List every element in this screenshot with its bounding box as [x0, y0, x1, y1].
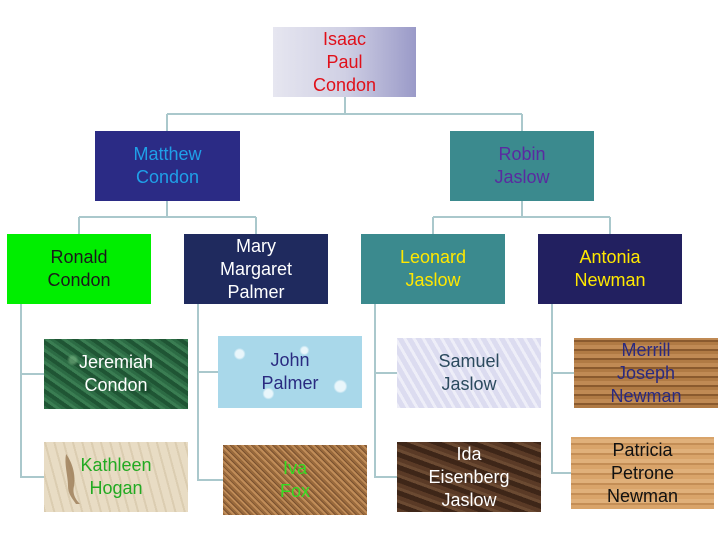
- node-merrill-joseph-newman: Merrill Joseph Newman: [574, 338, 718, 408]
- node-ida-eisenberg-jaslow: Ida Eisenberg Jaslow: [397, 442, 541, 512]
- connector-line: [374, 304, 397, 478]
- node-name-line: Joseph: [616, 362, 676, 383]
- node-name-line: Condon: [135, 167, 200, 187]
- node-name-line: Isaac: [322, 28, 367, 49]
- node-name-line: Palmer: [227, 281, 285, 302]
- node-name-line: Patricia: [612, 439, 673, 460]
- node-jeremiah-condon: Jeremiah Condon: [44, 339, 188, 409]
- node-name-line: Merrill: [621, 339, 671, 360]
- node-name-line: Hogan: [89, 478, 143, 498]
- node-name-line: Antonia: [579, 247, 641, 267]
- node-name-line: Jaslow: [405, 270, 461, 290]
- node-isaac-paul-condon: Isaac Paul Condon: [273, 27, 416, 97]
- connector-line: [20, 304, 44, 478]
- node-name-line: Newman: [606, 485, 679, 506]
- node-name-line: Ronald: [50, 247, 108, 267]
- connector-line: [551, 304, 571, 474]
- node-name-line: Mary: [236, 235, 276, 256]
- node-name-line: Kathleen: [80, 455, 152, 475]
- node-name-line: Paul: [326, 51, 363, 72]
- node-name-line: Matthew: [133, 144, 202, 164]
- node-name-line: Jaslow: [494, 167, 550, 187]
- node-ronald-condon: Ronald Condon: [7, 234, 151, 304]
- connector-line: [197, 304, 223, 481]
- node-iva-fox: Iva Fox: [223, 445, 367, 515]
- node-name-line: Samuel: [438, 351, 500, 371]
- node-name-line: Ida: [456, 443, 482, 464]
- node-leonard-jaslow: Leonard Jaslow: [361, 234, 505, 304]
- node-name-line: Margaret: [219, 258, 293, 279]
- node-name-line: Jeremiah: [78, 352, 154, 372]
- node-john-palmer: John Palmer: [218, 336, 362, 408]
- node-name-line: Newman: [574, 270, 646, 290]
- node-name-line: Condon: [312, 74, 377, 95]
- fossil-fish-icon: [65, 454, 80, 504]
- node-name-line: Condon: [47, 270, 111, 290]
- node-name-line: Leonard: [399, 247, 467, 267]
- node-name-line: Eisenberg: [428, 466, 510, 487]
- node-name-line: Petrone: [610, 462, 675, 483]
- node-name-line: Palmer: [261, 373, 319, 393]
- node-mary-margaret-palmer: Mary Margaret Palmer: [184, 234, 328, 304]
- node-kathleen-hogan: Kathleen Hogan: [44, 442, 188, 512]
- node-robin-jaslow: Robin Jaslow: [450, 131, 594, 201]
- node-name-line: Iva: [282, 458, 307, 478]
- node-name-line: Jaslow: [441, 374, 497, 394]
- node-name-line: Newman: [610, 385, 682, 406]
- node-antonia-newman: Antonia Newman: [538, 234, 682, 304]
- node-matthew-condon: Matthew Condon: [95, 131, 240, 201]
- node-name-line: John: [270, 350, 310, 370]
- node-name-line: Jaslow: [441, 489, 497, 510]
- node-name-line: Fox: [279, 481, 310, 501]
- node-name-line: Robin: [498, 144, 546, 164]
- node-samuel-jaslow: Samuel Jaslow: [397, 338, 541, 408]
- node-name-line: Condon: [84, 375, 148, 395]
- node-patricia-petrone-newman: Patricia Petrone Newman: [571, 437, 714, 509]
